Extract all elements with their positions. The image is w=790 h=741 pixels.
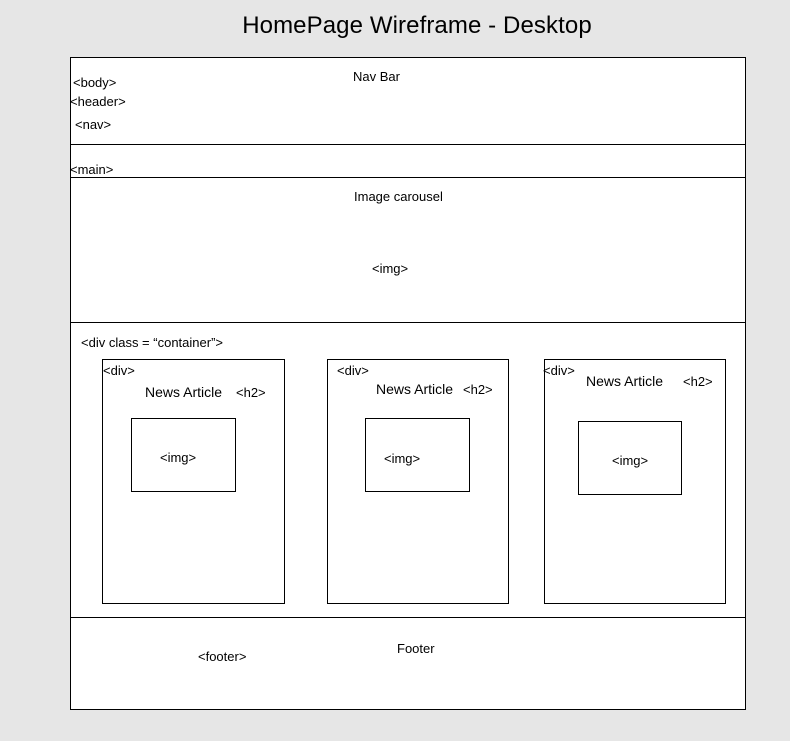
header-tag-label: <header> xyxy=(70,94,126,109)
article-heading: News Article xyxy=(586,373,664,389)
article-image-placeholder xyxy=(131,418,236,492)
article-div-tag: <div> xyxy=(337,363,369,378)
article-img-tag: <img> xyxy=(384,451,421,466)
footer-title: Footer xyxy=(397,641,435,656)
article-h2-tag: <h2> xyxy=(463,382,493,397)
article-image-placeholder xyxy=(365,418,470,492)
article-h2-tag: <h2> xyxy=(236,385,266,400)
nav-bar-title: Nav Bar xyxy=(353,69,400,84)
footer-divider xyxy=(70,617,746,618)
main-tag-label: <main> xyxy=(70,162,114,177)
page-title: HomePage Wireframe - Desktop xyxy=(242,12,592,39)
article-img-tag: <img> xyxy=(160,450,197,465)
article-heading: News Article xyxy=(145,384,223,400)
article-image-placeholder xyxy=(578,421,682,495)
header-divider xyxy=(70,144,746,145)
article-img-tag: <img> xyxy=(612,453,649,468)
footer-tag-label: <footer> xyxy=(198,649,247,664)
main-divider xyxy=(70,177,746,178)
carousel-img-tag: <img> xyxy=(372,261,409,276)
article-heading: News Article xyxy=(376,381,454,397)
carousel-title: Image carousel xyxy=(354,189,443,204)
article-div-tag: <div> xyxy=(103,363,135,378)
nav-tag-label: <nav> xyxy=(75,117,112,132)
container-tag-label: <div class = “container”> xyxy=(81,335,223,350)
article-h2-tag: <h2> xyxy=(683,374,713,389)
body-tag-label: <body> xyxy=(73,75,117,90)
article-div-tag: <div> xyxy=(543,363,575,378)
carousel-divider xyxy=(70,322,746,323)
